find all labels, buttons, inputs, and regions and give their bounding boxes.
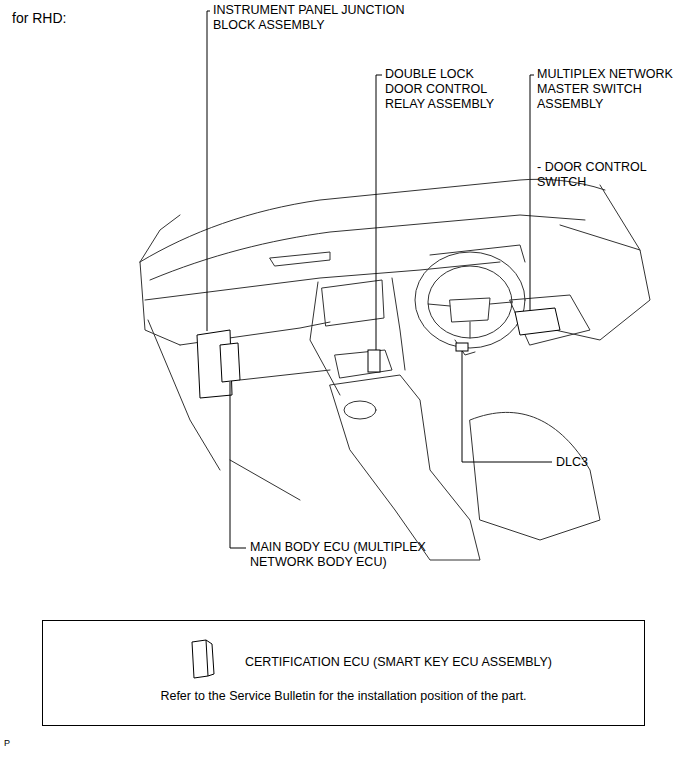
part-label: MULTIPLEX NETWORK MASTER SWITCH ASSEMBLY: [537, 67, 685, 112]
center-console: [330, 375, 480, 560]
steering-hub: [428, 298, 512, 338]
door-armrest: [510, 295, 590, 345]
diagram-title: for RHD:: [12, 10, 66, 27]
page-code: P: [4, 738, 10, 749]
part-name: CERTIFICATION ECU (SMART KEY ECU ASSEMBL…: [245, 655, 552, 670]
leader-line: [462, 351, 552, 462]
right-pillar: [600, 185, 640, 250]
note-box: CERTIFICATION ECU (SMART KEY ECU ASSEMBL…: [42, 620, 645, 726]
part-label: - DOOR CONTROL SWITCH: [537, 160, 685, 190]
dlc3-connector: [456, 343, 468, 351]
part-label: DOUBLE LOCK DOOR CONTROL RELAY ASSEMBLY: [385, 67, 510, 112]
body-ecu: [220, 343, 240, 382]
part-label: MAIN BODY ECU (MULTIPLEX NETWORK BODY EC…: [250, 540, 455, 570]
relay: [368, 350, 380, 372]
center-stack: [310, 278, 405, 395]
part-label: DLC3: [556, 455, 588, 470]
center-display: [322, 280, 384, 326]
seat: [470, 412, 600, 540]
cluster-hood: [430, 245, 525, 262]
floor-line: [230, 370, 330, 500]
right-door: [555, 225, 650, 340]
note-text: Refer to the Service Bulletin for the in…: [51, 689, 636, 704]
ecu-icon: [192, 640, 214, 678]
dash-left-side: [140, 262, 180, 345]
cup-holder: [344, 401, 376, 419]
leader-line: [230, 382, 246, 548]
leader-line: [530, 75, 534, 310]
leader-line: [207, 11, 210, 331]
part-label: INSTRUMENT PANEL JUNCTION BLOCK ASSEMBLY: [213, 3, 428, 33]
shifter: [335, 350, 392, 378]
master-switch: [515, 308, 560, 335]
windshield-base: [140, 179, 605, 262]
dash-top: [150, 215, 585, 280]
steering-wheel: [415, 252, 525, 348]
leader-line: [376, 75, 382, 350]
left-window: [140, 215, 180, 262]
steering-column: [455, 340, 475, 355]
dash-vent: [270, 252, 330, 266]
steering-wheel-inner: [428, 266, 512, 338]
